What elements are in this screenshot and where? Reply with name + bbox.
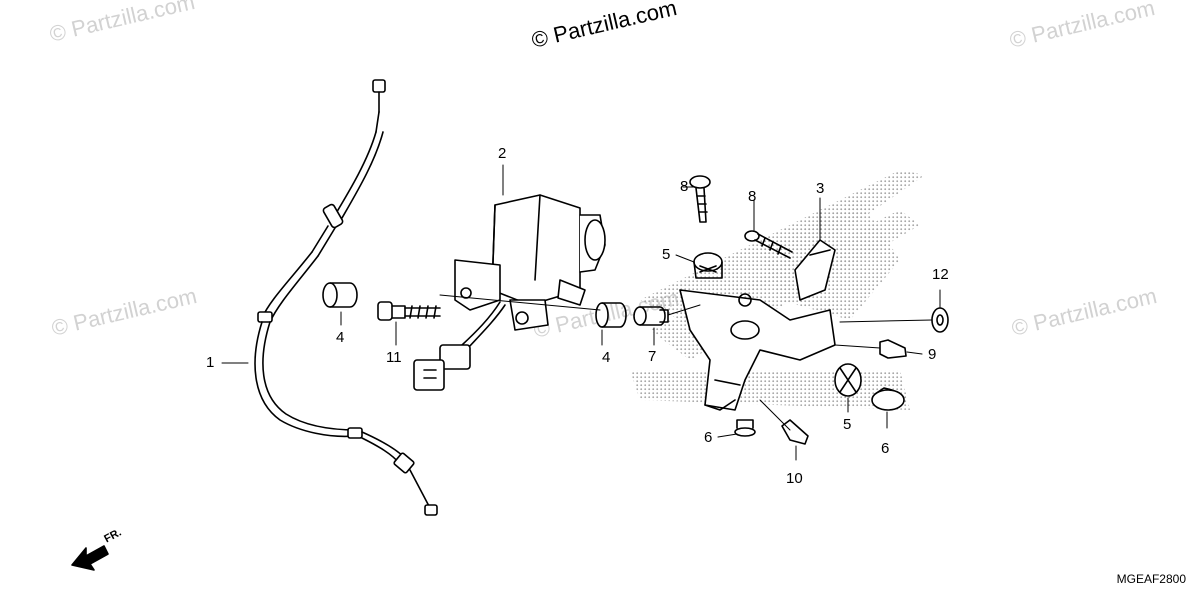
bracket-part-3	[679, 239, 836, 411]
front-direction-arrow	[71, 545, 109, 571]
collar-part-7	[633, 306, 669, 326]
callout-6-right: 6	[881, 440, 890, 457]
callout-4-center: 4	[602, 349, 611, 366]
actuator-part-2	[413, 194, 606, 391]
grommet-part-4-center	[595, 302, 627, 328]
callout-9: 9	[928, 346, 937, 363]
grommet-part-4-left	[322, 282, 358, 308]
callout-10: 10	[786, 470, 803, 487]
callout-4-left: 4	[336, 329, 345, 346]
callout-8-top: 8	[680, 178, 689, 195]
callout-5-top: 5	[662, 246, 671, 263]
cap-nut-part-9	[879, 339, 907, 359]
bolt-part-11	[377, 301, 441, 321]
nut-part-12	[931, 307, 949, 333]
callout-3: 3	[816, 180, 825, 197]
leader-lines	[221, 164, 941, 461]
collar-part-6-right	[871, 387, 905, 411]
callout-12: 12	[932, 266, 949, 283]
wing-emblem-background	[630, 170, 925, 410]
callout-6-left: 6	[704, 429, 713, 446]
damper-part-5-bottom	[834, 363, 862, 397]
callout-7: 7	[648, 348, 657, 365]
callout-2: 2	[498, 145, 507, 162]
collar-part-6-left	[734, 419, 756, 437]
callout-1: 1	[206, 354, 215, 371]
callout-5-bottom: 5	[843, 416, 852, 433]
screw-part-8-top	[689, 175, 711, 223]
callout-8-right: 8	[748, 188, 757, 205]
screw-part-8-right	[744, 230, 793, 259]
diagram-code: MGEAF2800	[1116, 572, 1186, 586]
callout-11: 11	[386, 349, 402, 366]
cap-nut-part-10	[781, 419, 809, 445]
cable-part-1	[254, 79, 438, 516]
